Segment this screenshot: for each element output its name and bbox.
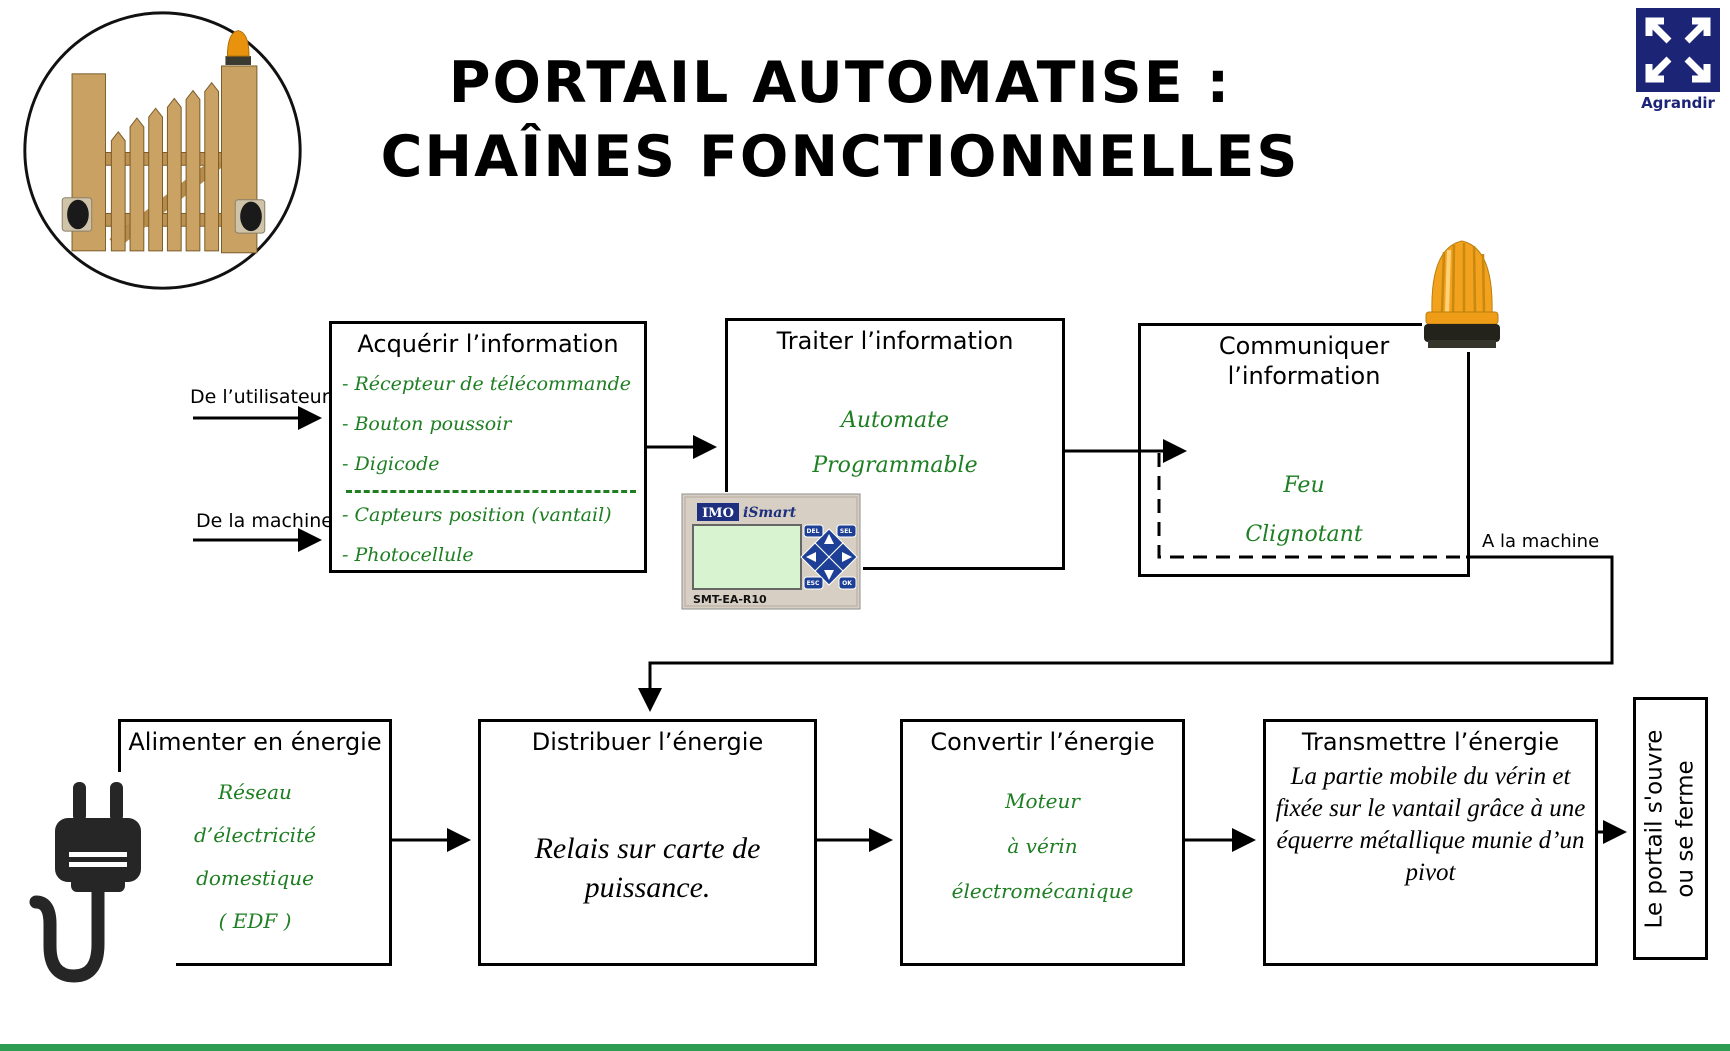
bottom-progress-bar[interactable] — [0, 1044, 1730, 1051]
acquerir-item: - Capteurs position (vantail) — [342, 504, 612, 526]
lcd-screen — [692, 524, 802, 590]
box-acquerir-title: Acquérir l’information — [357, 330, 619, 358]
page-title-line1: PORTAIL AUTOMATISE : — [448, 50, 1232, 116]
page-title: PORTAIL AUTOMATISE : CHAÎNES FONCTIONNEL… — [340, 46, 1340, 194]
box-transmettre-title: Transmettre l’énergie — [1301, 728, 1560, 756]
alimenter-line: ( EDF ) — [218, 909, 292, 933]
acquerir-separator — [346, 490, 636, 493]
box-transmettre: Transmettre l’énergie La partie mobile d… — [1263, 719, 1598, 966]
transmettre-body: La partie mobile du vérin et fixée sur l… — [1275, 763, 1586, 886]
label-from-user: De l’utilisateur — [190, 386, 330, 408]
gate-photo — [23, 11, 302, 290]
box-communiquer-title: Communiquer l’information — [1218, 332, 1390, 390]
convertir-line: électromécanique — [951, 879, 1134, 903]
device-del-button-label[interactable]: DEL — [807, 528, 820, 535]
box-acquerir: Acquérir l’information - Récepteur de té… — [329, 321, 647, 573]
communiquer-line: Clignotant — [1245, 522, 1363, 547]
box-distribuer: Distribuer l’énergie Relais sur carte de… — [478, 719, 817, 966]
box-convertir: Convertir l’énergie Moteur à vérin élect… — [900, 719, 1185, 966]
traiter-line: Automate — [841, 408, 949, 433]
acquerir-item: - Photocellule — [342, 544, 474, 566]
resultat-line1: Le portail s'ouvre — [1641, 729, 1668, 928]
resultat-rotated-text: Le portail s'ouvre ou se ferme — [1640, 729, 1702, 928]
box-communiquer: Communiquer l’information Feu Clignotant — [1138, 323, 1470, 577]
beacon-photo — [1422, 228, 1502, 352]
box-alimenter-title: Alimenter en énergie — [128, 728, 382, 756]
device-sel-button-label[interactable]: SEL — [840, 528, 852, 535]
gate-beacon-icon — [225, 30, 251, 65]
box-convertir-title: Convertir l’énergie — [930, 728, 1155, 756]
resultat-line2: ou se ferme — [1672, 759, 1699, 898]
box-distribuer-title: Distribuer l’énergie — [531, 728, 764, 756]
imo-logo-badge — [697, 503, 739, 521]
convertir-line: à vérin — [1007, 834, 1078, 858]
device-keypad: DEL SEL ESC OK — [800, 524, 858, 590]
communiquer-line: Feu — [1283, 473, 1325, 498]
wooden-gate-illustration — [61, 30, 266, 254]
acquerir-item: - Digicode — [342, 453, 440, 475]
acquerir-item: - Récepteur de télécommande — [342, 373, 632, 395]
label-from-machine: De la machine — [196, 510, 333, 532]
alimenter-line: domestique — [196, 866, 314, 890]
convertir-line: Moteur — [1005, 789, 1080, 813]
device-ok-button-label[interactable]: OK — [842, 580, 852, 587]
acquerir-item: - Bouton poussoir — [342, 413, 512, 435]
device-esc-button-label[interactable]: ESC — [807, 580, 820, 587]
alimenter-line: d’électricité — [194, 823, 316, 847]
page-title-line2: CHAÎNES FONCTIONNELLES — [380, 124, 1300, 190]
box-traiter-title: Traiter l’information — [776, 327, 1014, 355]
alimenter-line: Réseau — [218, 780, 292, 804]
device-model-text: SMT-EA-R10 — [693, 593, 767, 606]
acquerir-item-list: - Récepteur de télécommande - Bouton pou… — [332, 364, 644, 575]
ismart-controller-photo: IMO iSmart SMT-EA-R10 DEL — [680, 492, 863, 612]
power-plug-icon — [18, 772, 176, 1017]
label-to-machine: A la machine — [1482, 531, 1600, 552]
agrandir-button[interactable] — [1636, 8, 1720, 92]
agrandir-button-label[interactable]: Agrandir — [1641, 94, 1715, 112]
box-resultat: Le portail s'ouvre ou se ferme — [1633, 697, 1708, 960]
expand-arrows-icon — [1645, 17, 1711, 83]
imo-logo-text: IMO — [702, 506, 734, 521]
ismart-product-text: iSmart — [743, 505, 797, 521]
traiter-line: Programmable — [812, 453, 978, 478]
distribuer-body: Relais sur carte de puissance. — [534, 832, 761, 904]
